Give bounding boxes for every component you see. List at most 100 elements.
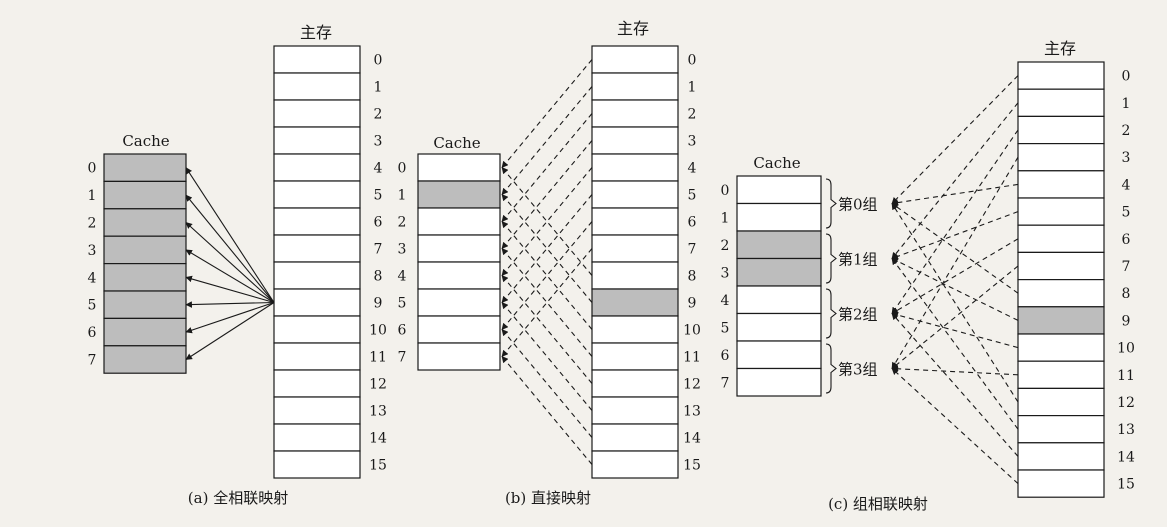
memory-block [273, 369, 361, 398]
mapping-arrow [891, 368, 1019, 485]
memory-block [273, 72, 361, 101]
mapping-arrow [501, 59, 593, 169]
memory-block-index: 1 [1122, 96, 1131, 112]
mapping-arrows [891, 75, 1019, 485]
mapping-arrow [891, 75, 1019, 204]
memory-block [591, 450, 679, 479]
mapping-arrow [501, 328, 593, 438]
memory-block-index: 3 [688, 134, 697, 150]
cache-line [103, 208, 187, 237]
cache-line [417, 261, 501, 290]
memory-block [273, 288, 361, 317]
cache-line [103, 263, 187, 292]
group-brace [825, 343, 837, 394]
mapping-arrow [185, 301, 275, 308]
memory-block-index: 4 [374, 161, 383, 177]
memory-block-index: 10 [683, 323, 701, 339]
memory-block [591, 45, 679, 74]
memory-block-index: 9 [1122, 313, 1131, 329]
memory-block [1017, 469, 1105, 498]
cache-line [103, 235, 187, 265]
mapping-arrow [185, 222, 275, 303]
memory-block-index: 3 [374, 134, 383, 150]
memory-block-index: 8 [1122, 286, 1131, 302]
cache-line-index: 2 [398, 215, 407, 231]
cache-line [417, 180, 501, 209]
memory-block [591, 342, 679, 371]
memory-block [273, 45, 361, 74]
mapping-arrow [891, 183, 1019, 206]
mapping-arrow [501, 113, 593, 223]
cache-line-index: 4 [88, 270, 97, 286]
memory-block [591, 234, 679, 263]
memory-block-index: 5 [1122, 205, 1131, 221]
cache-line-index: 7 [398, 350, 407, 366]
mapping-arrow [501, 220, 593, 330]
cache-line-index: 5 [398, 296, 407, 312]
mapping-arrow [501, 221, 593, 331]
cache-line-index: 6 [88, 325, 97, 341]
memory-block-index: 2 [374, 107, 383, 123]
cache-line [736, 340, 822, 370]
cache-line-index: 6 [721, 348, 730, 364]
mapping-arrow [891, 313, 1019, 457]
memory-block-index: 15 [1117, 477, 1135, 493]
memory-block [1017, 251, 1105, 281]
mapping-arrow [501, 140, 593, 250]
memory-block [591, 180, 679, 209]
mapping-arrow [891, 203, 1019, 294]
memory-block-index: 12 [1117, 395, 1135, 411]
memory-block-index: 11 [683, 350, 701, 366]
memory-block [1017, 360, 1105, 390]
memory-block [1017, 115, 1105, 145]
mapping-arrow [185, 167, 275, 303]
mapping-arrow [891, 311, 1019, 349]
cache-line-index: 3 [721, 265, 730, 281]
memory-block [273, 423, 361, 452]
memory-block-index: 12 [369, 377, 387, 393]
memory-block-index: 1 [688, 80, 697, 96]
memory-block-index: 7 [688, 242, 697, 258]
memory-block [273, 180, 361, 209]
cache-line-index: 0 [88, 161, 97, 177]
memory-block-index: 6 [1122, 232, 1131, 248]
cache-line [736, 175, 822, 205]
mapping-arrow [185, 301, 275, 334]
memory-block [1017, 61, 1105, 90]
memory-block [591, 207, 679, 236]
memory-block-index: 14 [1117, 449, 1135, 465]
memory-block [591, 423, 679, 452]
group-brace [825, 178, 837, 229]
memory-block-index: 13 [369, 404, 387, 420]
mapping-arrow [501, 355, 593, 465]
memory-block [591, 153, 679, 182]
memory-block [273, 234, 361, 263]
mapping-arrow [501, 247, 593, 357]
memory-block-index: 4 [1122, 177, 1131, 193]
memory-block [1017, 279, 1105, 308]
memory-block-index: 13 [683, 404, 701, 420]
cache-line [736, 202, 822, 232]
memory-block-index: 5 [688, 188, 697, 204]
caption: (b) 直接映射 [505, 489, 591, 507]
memory-block-index: 8 [374, 269, 383, 285]
cache-line-index: 4 [721, 293, 730, 309]
cache-line [417, 207, 501, 236]
memory-block [1017, 143, 1105, 172]
mapping-arrow [891, 202, 1019, 403]
cache-line-index: 3 [88, 243, 97, 259]
cache-line-index: 2 [721, 238, 730, 254]
memory-block-index: 9 [688, 296, 697, 312]
memory-block-index: 0 [1122, 69, 1131, 85]
group-brace [825, 288, 837, 339]
cache-line [103, 290, 187, 319]
mapping-arrow [891, 211, 1019, 260]
mapping-arrow [501, 86, 593, 196]
memory-block-index: 2 [688, 107, 697, 123]
mapping-arrow [185, 194, 275, 303]
cache-line-index: 1 [398, 188, 407, 204]
cache-line-index: 5 [721, 320, 730, 336]
